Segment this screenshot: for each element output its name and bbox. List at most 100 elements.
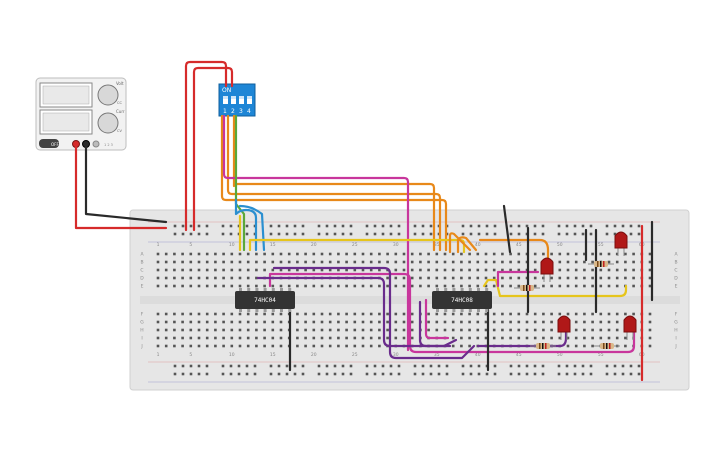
column-number: 50 <box>557 242 563 248</box>
breadboard-hole <box>369 336 373 340</box>
wire-orange-arc-1[interactable] <box>448 232 472 254</box>
voltage-knob[interactable] <box>97 84 119 106</box>
wire-red-supply[interactable] <box>74 142 168 230</box>
breadboard-holes <box>156 224 652 376</box>
breadboard-hole <box>304 252 307 256</box>
breadboard-hole <box>373 232 377 236</box>
current-knob[interactable] <box>97 112 119 134</box>
dip-toggle-2[interactable] <box>231 96 236 104</box>
resistor-2[interactable] <box>588 261 614 267</box>
wire-red-loop-inner[interactable] <box>192 66 234 232</box>
wire-black-gnd-3[interactable] <box>502 204 512 254</box>
breadboard-hole <box>369 344 373 348</box>
wire-magenta-long[interactable] <box>268 272 636 354</box>
dip-toggle-3[interactable] <box>239 96 244 104</box>
breadboard-hole <box>337 336 340 340</box>
dip-switch[interactable]: ON 1 2 3 4 <box>218 83 256 117</box>
row-letter: F <box>141 312 144 318</box>
breadboard-hole <box>542 312 545 316</box>
breadboard-hole <box>461 372 465 376</box>
breadboard-hole <box>583 252 586 256</box>
breadboard-hole <box>591 336 594 340</box>
resistor-2-band <box>603 261 605 267</box>
breadboard-hole <box>389 224 393 228</box>
row-letter: F <box>675 312 678 318</box>
breadboard-hole <box>451 344 455 348</box>
breadboard-hole <box>246 344 250 348</box>
led-1[interactable] <box>540 257 554 282</box>
breadboard-hole <box>509 372 513 376</box>
power-supply[interactable]: Volt Curr CC CV OFF 1 2 3 <box>35 77 127 151</box>
wire-yellow-right[interactable] <box>482 278 628 298</box>
breadboard-hole <box>468 344 471 348</box>
breadboard-hole <box>361 252 365 256</box>
breadboard-hole <box>304 268 307 272</box>
breadboard-hole <box>435 312 439 316</box>
wire-magenta-led[interactable] <box>496 270 540 288</box>
power-switch[interactable] <box>39 139 59 148</box>
chip-74hc04[interactable]: 74HC04 <box>235 288 295 312</box>
chip-pin <box>239 288 242 291</box>
breadboard-hole <box>484 320 488 324</box>
wire-purple-3[interactable] <box>418 300 458 348</box>
breadboard-hole <box>624 336 627 340</box>
wire-purple-led[interactable] <box>476 328 568 348</box>
wire-orange-1[interactable] <box>220 114 448 252</box>
row-letter: D <box>674 276 678 282</box>
chip-pin <box>263 309 267 312</box>
wire-orange-2[interactable] <box>226 114 442 252</box>
resistor-1[interactable] <box>514 285 540 291</box>
dip-toggle-4[interactable] <box>247 96 252 104</box>
breadboard-hole <box>451 320 455 324</box>
chip-pin <box>485 309 489 312</box>
wire-purple-2[interactable] <box>256 276 452 348</box>
wire-orange-arc-2[interactable] <box>456 236 478 254</box>
wire-magenta-short[interactable] <box>424 298 450 340</box>
column-number: 25 <box>352 352 358 358</box>
breadboard-hole <box>599 328 603 332</box>
breadboard-hole <box>181 224 185 228</box>
chip-pin <box>280 288 283 291</box>
breadboard-hole <box>301 232 305 236</box>
dip-toggle-1[interactable] <box>223 96 228 104</box>
breadboard-hole <box>476 260 480 264</box>
breadboard-hole <box>181 344 184 348</box>
breadboard-hole <box>230 284 234 288</box>
breadboard-hole <box>189 276 193 280</box>
led-2[interactable] <box>614 231 628 256</box>
wire-purple-1[interactable] <box>272 266 476 360</box>
model-label: 1 2 3 <box>104 143 113 147</box>
resistor-4[interactable] <box>594 343 620 349</box>
wire-green-dip[interactable] <box>234 114 246 252</box>
led-4[interactable] <box>623 315 637 340</box>
wire-blue-1[interactable] <box>234 198 258 252</box>
breadboard-hole <box>476 268 480 272</box>
wire-orange-led[interactable] <box>478 238 550 264</box>
wire-black-supply[interactable] <box>84 142 168 224</box>
wire-red-loop-outer[interactable] <box>184 60 228 232</box>
chip-74hc08[interactable]: 74HC08 <box>432 288 492 312</box>
breadboard-hole <box>345 344 348 348</box>
breadboard-hole <box>637 372 641 376</box>
wire-orange-3[interactable] <box>232 114 436 252</box>
wire-blue-2[interactable] <box>238 204 266 252</box>
breadboard-hole <box>189 252 193 256</box>
breadboard-hole <box>277 232 281 236</box>
wire-magenta-dip[interactable] <box>222 114 410 352</box>
breadboard-hole <box>353 344 357 348</box>
breadboard-hole <box>253 372 257 376</box>
row-letter: B <box>140 260 143 266</box>
breadboard-hole <box>484 284 488 288</box>
breadboard-hole <box>607 284 611 288</box>
led-3[interactable] <box>557 315 571 340</box>
breadboard-hole <box>583 276 586 280</box>
resistor-3[interactable] <box>530 343 556 349</box>
breadboard-hole <box>214 344 217 348</box>
ground-terminal[interactable] <box>92 140 100 148</box>
breadboard-hole <box>427 252 430 256</box>
breadboard-hole <box>501 252 504 256</box>
breadboard-hole <box>461 364 465 368</box>
breadboard-hole <box>394 268 398 272</box>
breadboard-hole <box>591 252 594 256</box>
breadboard-hole <box>361 320 365 324</box>
